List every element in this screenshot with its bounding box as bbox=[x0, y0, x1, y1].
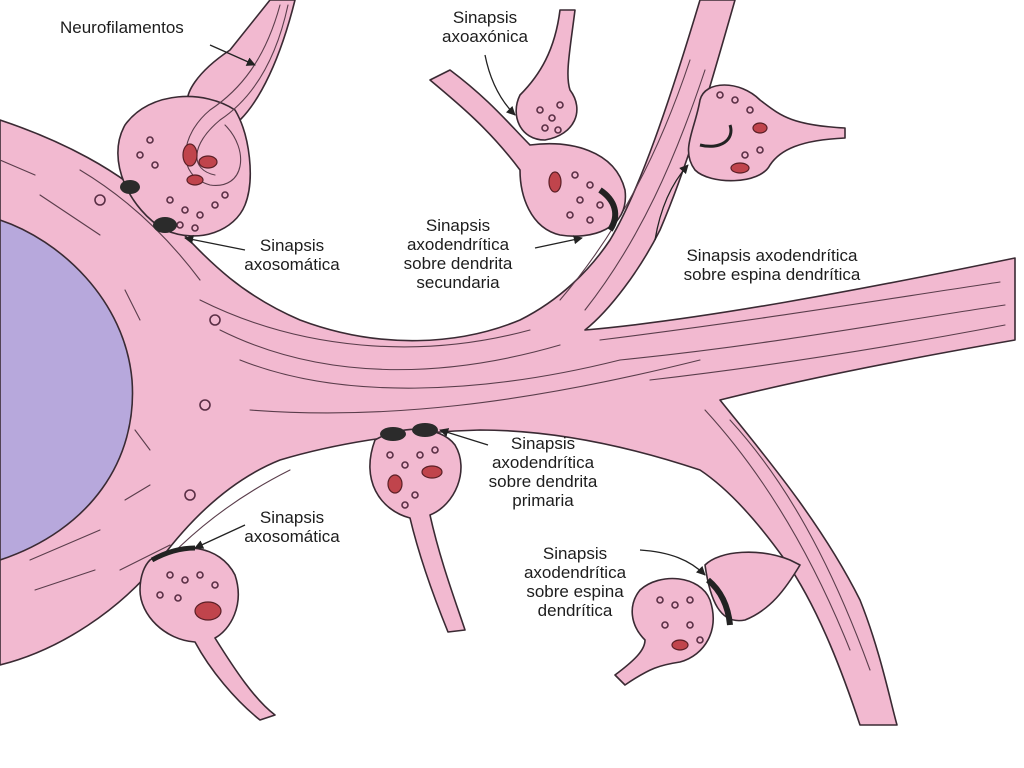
arrow-axodend-primaria bbox=[439, 428, 489, 446]
neurofilaments bbox=[79, 59, 1006, 671]
arrow-axosomatica-bottom bbox=[194, 524, 246, 549]
arrow-neurofilamentos bbox=[209, 44, 256, 66]
label-sinapsis-axodendritica-primaria: Sinapsis axodendrítica sobre dendrita pr… bbox=[488, 434, 598, 510]
neuron-soma-and-dendrites bbox=[0, 0, 1016, 726]
terminal-axodendritic-spine-bottom bbox=[614, 551, 801, 686]
nucleus bbox=[0, 219, 134, 561]
label-arrows bbox=[184, 44, 706, 576]
arrow-axoaxonica bbox=[484, 54, 516, 116]
label-sinapsis-axosomatica-bottom: Sinapsis axosomática bbox=[244, 508, 340, 546]
label-sinapsis-axodendritica-espina-top: Sinapsis axodendrítica sobre espina dend… bbox=[683, 246, 861, 284]
terminal-axosomatic-top bbox=[117, 0, 296, 237]
arrow-axodend-espina-top bbox=[654, 164, 689, 241]
terminal-axoaxonic bbox=[429, 9, 627, 237]
label-sinapsis-axosomatica-top: Sinapsis axosomática bbox=[244, 236, 340, 274]
arrow-axodend-secundaria bbox=[534, 235, 583, 249]
label-sinapsis-axodendritica-espina-bottom: Sinapsis axodendrítica sobre espina dend… bbox=[523, 544, 627, 620]
endoplasmic-reticulum bbox=[0, 159, 221, 591]
arrow-axodend-espina-bottom bbox=[639, 549, 706, 576]
terminal-axodendritic-spine-top bbox=[687, 84, 846, 182]
label-neurofilamentos: Neurofilamentos bbox=[60, 18, 184, 37]
label-sinapsis-axoaxonica: Sinapsis axoaxónica bbox=[441, 8, 528, 46]
terminal-axosomatic-bottom bbox=[139, 545, 276, 721]
arrow-axosomatica-top bbox=[184, 235, 246, 251]
terminal-axodendritic-primary bbox=[369, 423, 466, 633]
label-sinapsis-axodendritica-secundaria: Sinapsis axodendrítica sobre dendrita se… bbox=[403, 216, 513, 292]
